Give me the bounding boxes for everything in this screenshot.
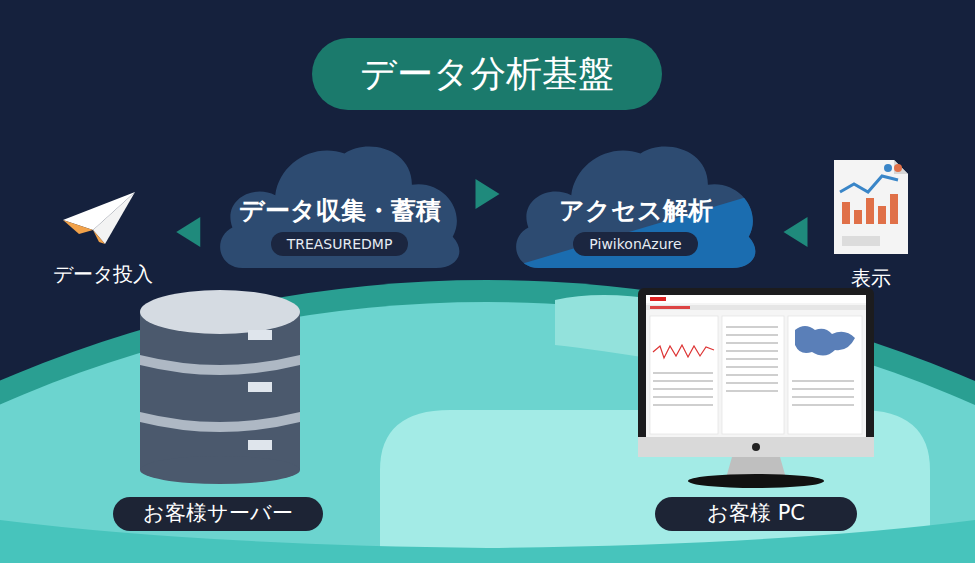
server-band bbox=[140, 412, 300, 432]
flow-connector bbox=[467, 179, 508, 209]
monitor-frame bbox=[638, 288, 874, 446]
server-band bbox=[140, 355, 300, 375]
report-bar bbox=[842, 202, 850, 224]
screen-topbar bbox=[646, 295, 866, 303]
plane-fold bbox=[93, 230, 105, 244]
arrow-head bbox=[176, 217, 200, 247]
report-fold bbox=[894, 160, 908, 174]
label-pill: お客様サーバー bbox=[113, 497, 323, 531]
flow-connector bbox=[165, 217, 213, 247]
caption: 表示 bbox=[851, 266, 891, 290]
cloud-highlight bbox=[508, 192, 763, 268]
screen-tab bbox=[650, 306, 690, 309]
server-icon bbox=[140, 290, 300, 484]
screen-rows bbox=[653, 326, 854, 406]
icon-node: 表示 bbox=[828, 156, 914, 290]
cloud-heading: データ収集・蓄積 bbox=[239, 196, 441, 226]
screen-panel bbox=[722, 316, 784, 434]
server-slot bbox=[248, 440, 272, 450]
icon-node: データ投入 bbox=[41, 188, 165, 286]
monitor-icon bbox=[638, 288, 874, 488]
screen-chart bbox=[653, 345, 714, 358]
monitor-base bbox=[688, 474, 824, 488]
caption: データ投入 bbox=[53, 262, 153, 286]
monitor-screen bbox=[646, 295, 866, 437]
report-dot bbox=[894, 164, 902, 172]
arrow-head bbox=[476, 179, 500, 209]
connector-line bbox=[467, 193, 508, 195]
server-top bbox=[140, 290, 300, 334]
monitor-chin bbox=[638, 437, 874, 457]
report-bar bbox=[854, 210, 862, 224]
arrow-head bbox=[784, 217, 808, 247]
screen-menu bbox=[646, 305, 866, 310]
server-slot bbox=[248, 382, 272, 392]
monitor-dot bbox=[752, 443, 760, 451]
report-lines bbox=[842, 236, 880, 246]
service-name: TREASUREDMP bbox=[271, 232, 409, 256]
report-icon bbox=[832, 158, 910, 256]
flow-connector bbox=[763, 217, 828, 247]
connector-line bbox=[763, 231, 828, 233]
screen-logo bbox=[650, 297, 666, 301]
cloud-body bbox=[220, 147, 459, 268]
paper-plane-icon bbox=[59, 190, 139, 246]
caption: お客様サーバー bbox=[143, 501, 293, 526]
report-dot bbox=[884, 164, 892, 172]
screen-panel bbox=[788, 316, 862, 434]
report-bar bbox=[878, 206, 886, 224]
cloud-node: アクセス解析 PiwikonAzure bbox=[508, 138, 763, 268]
server-body bbox=[140, 312, 300, 470]
report-line bbox=[840, 176, 898, 192]
report-bar bbox=[866, 198, 874, 224]
label-pill: お客様 PC bbox=[655, 497, 857, 531]
plane-fold bbox=[63, 220, 93, 234]
service-name: PiwikonAzure bbox=[573, 232, 697, 256]
report-bar bbox=[890, 194, 898, 224]
screen-panel bbox=[650, 316, 718, 434]
globe-rim bbox=[0, 280, 975, 563]
caption: お客様 PC bbox=[707, 501, 805, 526]
cloud-heading: アクセス解析 bbox=[559, 196, 713, 226]
server-slot bbox=[248, 330, 272, 340]
screen-map bbox=[795, 326, 855, 356]
cloud-node: データ収集・蓄積 TREASUREDMP bbox=[212, 138, 467, 268]
plane-wing bbox=[93, 192, 135, 244]
connector-line bbox=[165, 231, 213, 233]
server-bottom bbox=[140, 456, 300, 484]
title-pill: データ分析基盤 bbox=[312, 38, 662, 110]
report-paper bbox=[834, 160, 908, 254]
globe bbox=[0, 302, 975, 563]
